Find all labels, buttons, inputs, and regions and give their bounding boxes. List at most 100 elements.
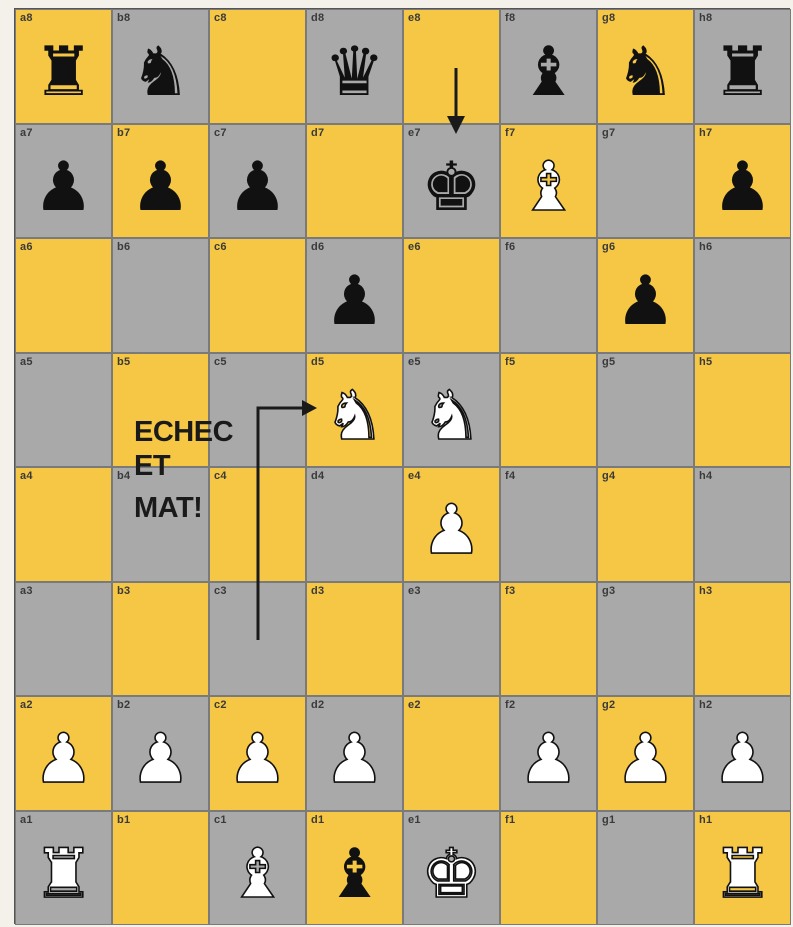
white-knight-icon[interactable]: ♞ — [324, 383, 385, 451]
white-rook-icon[interactable]: ♜ — [33, 841, 94, 909]
square-h5[interactable]: h5 — [694, 353, 791, 468]
square-e5[interactable]: e5♞ — [403, 353, 500, 468]
square-a7[interactable]: a7♟ — [15, 124, 112, 239]
square-e8[interactable]: e8 — [403, 9, 500, 124]
square-d7[interactable]: d7 — [306, 124, 403, 239]
square-label: d2 — [311, 699, 324, 711]
square-c7[interactable]: c7♟ — [209, 124, 306, 239]
square-e1[interactable]: e1♚ — [403, 811, 500, 926]
square-b1[interactable]: b1 — [112, 811, 209, 926]
square-g2[interactable]: g2♟ — [597, 696, 694, 811]
white-bishop-icon[interactable]: ♝ — [518, 154, 579, 222]
square-d3[interactable]: d3 — [306, 582, 403, 697]
square-label: f7 — [505, 127, 515, 139]
black-king-icon[interactable]: ♚ — [421, 154, 482, 222]
white-pawn-icon[interactable]: ♟ — [227, 726, 288, 794]
black-knight-icon[interactable]: ♞ — [615, 39, 676, 107]
square-g7[interactable]: g7 — [597, 124, 694, 239]
white-pawn-icon[interactable]: ♟ — [33, 726, 94, 794]
square-g1[interactable]: g1 — [597, 811, 694, 926]
square-f1[interactable]: f1 — [500, 811, 597, 926]
square-e2[interactable]: e2 — [403, 696, 500, 811]
square-f6[interactable]: f6 — [500, 238, 597, 353]
square-label: f6 — [505, 241, 515, 253]
square-d8[interactable]: d8♛ — [306, 9, 403, 124]
square-f4[interactable]: f4 — [500, 467, 597, 582]
black-pawn-icon[interactable]: ♟ — [615, 268, 676, 336]
square-b4[interactable]: b4 — [112, 467, 209, 582]
square-f2[interactable]: f2 ♟ — [500, 696, 597, 811]
square-a1[interactable]: a1♜ — [15, 811, 112, 926]
square-d1[interactable]: d1♝ — [306, 811, 403, 926]
square-c8[interactable]: c8 — [209, 9, 306, 124]
white-king-icon[interactable]: ♚ — [421, 841, 482, 909]
white-knight-icon[interactable]: ♞ — [421, 383, 482, 451]
black-pawn-icon[interactable]: ♟ — [324, 268, 385, 336]
square-h2[interactable]: h2♟ — [694, 696, 791, 811]
white-pawn-icon[interactable]: ♟ — [421, 497, 482, 565]
square-f3[interactable]: f3 — [500, 582, 597, 697]
square-d2[interactable]: d2 ♟ — [306, 696, 403, 811]
black-knight-icon[interactable]: ♞ — [130, 39, 191, 107]
square-f5[interactable]: f5 — [500, 353, 597, 468]
square-label: c2 — [214, 699, 227, 711]
white-pawn-icon[interactable]: ♟ — [130, 726, 191, 794]
square-g4[interactable]: g4 — [597, 467, 694, 582]
square-e4[interactable]: e4♟ — [403, 467, 500, 582]
square-a3[interactable]: a3 — [15, 582, 112, 697]
square-label: c8 — [214, 12, 227, 24]
square-g6[interactable]: g6♟ — [597, 238, 694, 353]
square-label: b5 — [117, 356, 130, 368]
black-pawn-icon[interactable]: ♟ — [33, 154, 94, 222]
square-b7[interactable]: b7♟ — [112, 124, 209, 239]
square-a8[interactable]: a8♜ — [15, 9, 112, 124]
black-queen-icon[interactable]: ♛ — [324, 39, 385, 107]
square-c2[interactable]: c2 ♟ — [209, 696, 306, 811]
square-c3[interactable]: c3 — [209, 582, 306, 697]
black-pawn-icon[interactable]: ♟ — [712, 154, 773, 222]
square-h8[interactable]: h8♜ — [694, 9, 791, 124]
square-b3[interactable]: b3 — [112, 582, 209, 697]
square-f8[interactable]: f8♝ — [500, 9, 597, 124]
black-bishop-icon[interactable]: ♝ — [324, 841, 385, 909]
black-pawn-icon[interactable]: ♟ — [130, 154, 191, 222]
square-h4[interactable]: h4 — [694, 467, 791, 582]
square-g8[interactable]: g8♞ — [597, 9, 694, 124]
square-a5[interactable]: a5 — [15, 353, 112, 468]
square-c4[interactable]: c4 — [209, 467, 306, 582]
square-d5[interactable]: d5♞ — [306, 353, 403, 468]
black-pawn-icon[interactable]: ♟ — [227, 154, 288, 222]
square-c5[interactable]: c5 — [209, 353, 306, 468]
white-bishop-icon[interactable]: ♝ — [227, 841, 288, 909]
square-d4[interactable]: d4 — [306, 467, 403, 582]
square-h3[interactable]: h3 — [694, 582, 791, 697]
black-bishop-icon[interactable]: ♝ — [518, 39, 579, 107]
square-h6[interactable]: h6 — [694, 238, 791, 353]
square-e3[interactable]: e3 — [403, 582, 500, 697]
black-rook-icon[interactable]: ♜ — [712, 39, 773, 107]
square-d6[interactable]: d6♟ — [306, 238, 403, 353]
square-h1[interactable]: h1♜ — [694, 811, 791, 926]
white-pawn-icon[interactable]: ♟ — [712, 726, 773, 794]
square-h7[interactable]: h7♟ — [694, 124, 791, 239]
square-a4[interactable]: a4 — [15, 467, 112, 582]
square-a2[interactable]: a2♟ — [15, 696, 112, 811]
white-pawn-icon[interactable]: ♟ — [324, 726, 385, 794]
white-pawn-icon[interactable]: ♟ — [615, 726, 676, 794]
white-rook-icon[interactable]: ♜ — [712, 841, 773, 909]
square-label: f2 — [505, 699, 515, 711]
square-b6[interactable]: b6 — [112, 238, 209, 353]
square-g3[interactable]: g3 — [597, 582, 694, 697]
square-c1[interactable]: c1♝ — [209, 811, 306, 926]
square-f7[interactable]: f7 ♝ — [500, 124, 597, 239]
square-b8[interactable]: b8♞ — [112, 9, 209, 124]
square-label: b6 — [117, 241, 130, 253]
square-c6[interactable]: c6 — [209, 238, 306, 353]
square-g5[interactable]: g5 — [597, 353, 694, 468]
square-b2[interactable]: b2♟ — [112, 696, 209, 811]
white-pawn-icon[interactable]: ♟ — [518, 726, 579, 794]
square-e7[interactable]: e7♚ — [403, 124, 500, 239]
black-rook-icon[interactable]: ♜ — [33, 39, 94, 107]
square-a6[interactable]: a6 — [15, 238, 112, 353]
square-e6[interactable]: e6 — [403, 238, 500, 353]
